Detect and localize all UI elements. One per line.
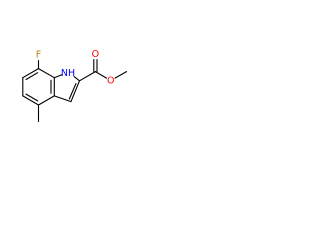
bond-c2-c3-inner	[68, 82, 77, 100]
bonds	[22, 58, 128, 123]
fluorine-label: F	[36, 50, 41, 61]
bond-ester-o-methyl	[114, 71, 128, 79]
bond-c7a-n1	[53, 74, 63, 79]
bond-c3-c3a	[53, 95, 72, 103]
nh-label: NH	[61, 68, 75, 79]
bond-n1-c2	[73, 76, 81, 82]
bond-c6-c7	[22, 68, 40, 79]
bond-c3a-c4	[37, 95, 55, 106]
bond-c6-c7-inner	[25, 72, 39, 81]
bond-c2-c3	[70, 80, 81, 103]
bond-c4-c5	[22, 95, 40, 106]
molecule-structure: F NH O O	[22, 49, 128, 123]
bond-c2-carbonyl	[78, 71, 96, 82]
bond-c4-c5-inner	[25, 93, 39, 102]
carbonyl-oxygen-label: O	[92, 49, 99, 60]
bond-c7-c7a	[37, 68, 55, 79]
bond-carbonyl-ester-o	[94, 71, 108, 79]
atom-labels: F NH O O	[36, 49, 115, 87]
ester-oxygen-label: O	[107, 76, 114, 87]
